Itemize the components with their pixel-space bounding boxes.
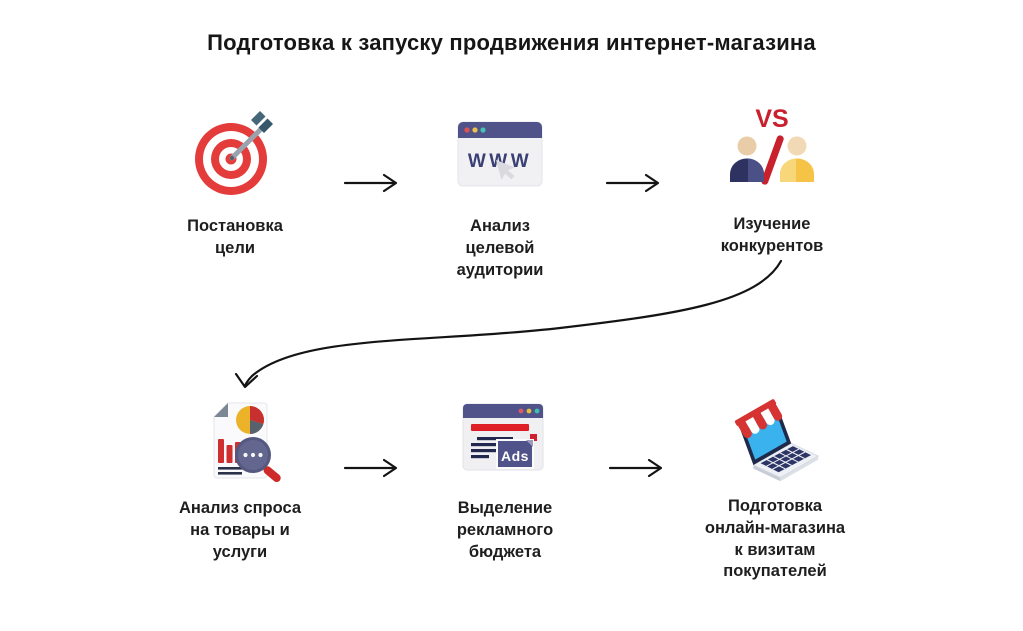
step-label: Подготовка онлайн-магазина к визитам пок…	[704, 497, 846, 581]
step-label: Анализ целевой аудитории	[456, 217, 544, 279]
arrow-step2-step3	[605, 173, 660, 193]
step-competitor-research: VS Изучение конкурентов	[672, 100, 872, 258]
ads-text: Ads	[501, 448, 529, 464]
arrow-step5-step6	[608, 458, 663, 478]
step-store-preparation: Подготовка онлайн-магазина к визитам пок…	[675, 390, 875, 583]
ads-browser-icon: Ads	[462, 403, 544, 470]
arrow-step4-step5	[343, 458, 398, 478]
page-title: Подготовка к запуску продвижения интерне…	[207, 30, 816, 55]
step-audience-analysis: WWW Анализ целевой аудитории	[400, 102, 600, 281]
step-label: Выделение рекламного бюджета	[456, 499, 554, 561]
step-label: Изучение конкурентов	[720, 215, 824, 255]
step-ad-budget: Ads Выделение рекламного бюджета	[405, 392, 605, 563]
browser-www-icon: WWW	[457, 121, 543, 187]
step-goal-setting: Постановка цели	[135, 102, 335, 260]
step-label: Постановка цели	[187, 217, 283, 257]
vs-text: VS	[755, 105, 788, 133]
target-icon	[194, 110, 273, 195]
step-demand-analysis: Анализ спроса на товары и услуги	[140, 392, 340, 563]
laptop-store-icon	[734, 399, 820, 482]
vs-competitors-icon: VS	[730, 105, 814, 185]
demand-analysis-icon	[213, 402, 281, 482]
arrow-step1-step2	[343, 173, 398, 193]
step-label: Анализ спроса на товары и услуги	[178, 499, 302, 561]
